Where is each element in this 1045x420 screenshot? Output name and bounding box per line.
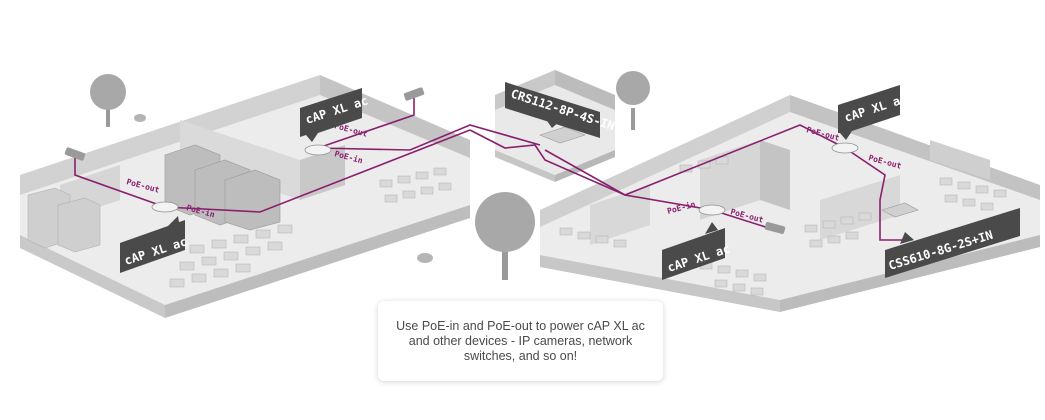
switch-icon [881, 202, 919, 218]
switch-icon [539, 126, 586, 144]
left-building [20, 74, 470, 318]
caption-box: Use PoE-in and PoE-out to power cAP XL a… [378, 301, 663, 381]
camera-icon [64, 147, 86, 161]
camera-icon [403, 87, 425, 101]
access-point-icons [151, 142, 859, 216]
camera-icon [764, 221, 786, 235]
tree-icon [475, 192, 535, 280]
caption-text: Use PoE-in and PoE-out to power cAP XL a… [396, 318, 645, 363]
poe-cables [74, 98, 905, 241]
tree-icon [616, 71, 650, 130]
tree-icon [90, 74, 126, 127]
